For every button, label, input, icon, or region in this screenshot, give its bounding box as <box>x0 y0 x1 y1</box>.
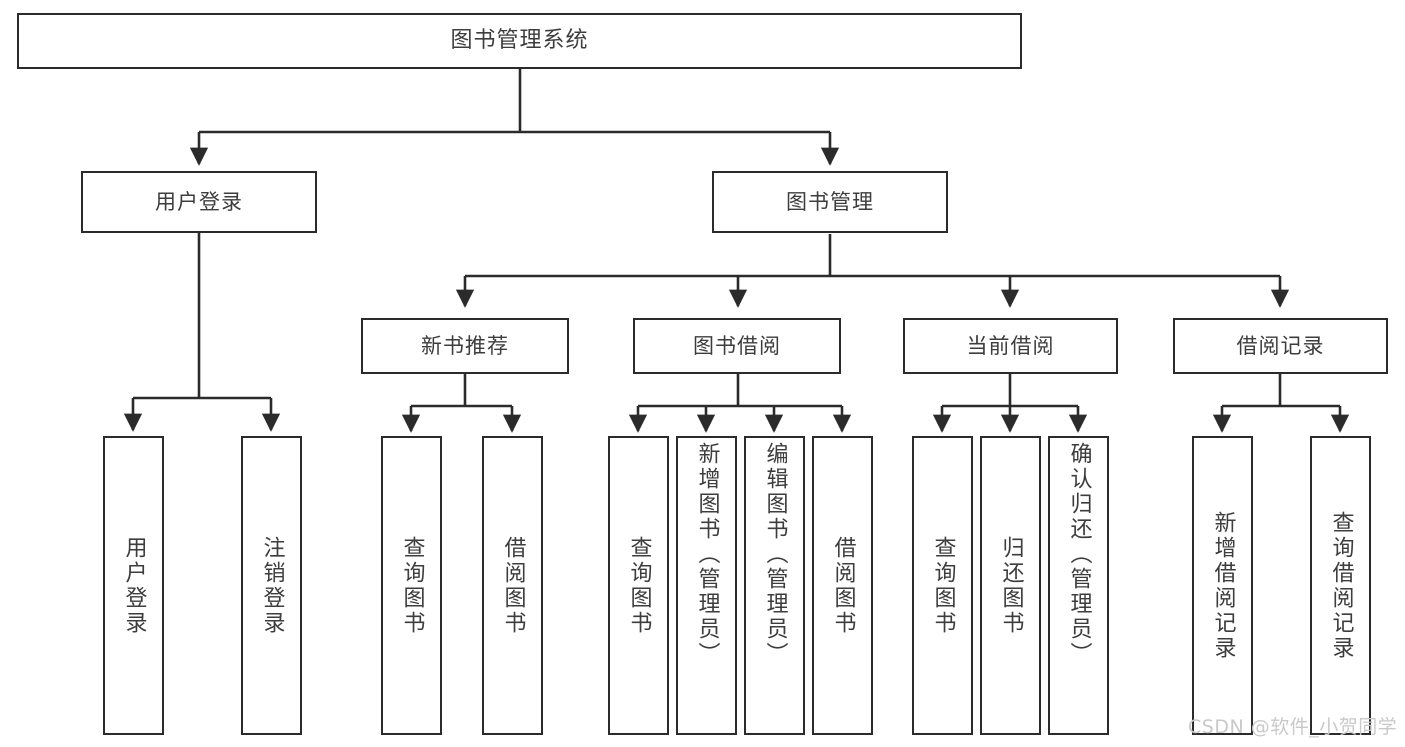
leaf-query-book-borrow[interactable]: 查询图书 <box>608 436 669 735</box>
leaf-return-book[interactable]: 归还图书 <box>980 436 1041 735</box>
leaf-logout[interactable]: 注销登录 <box>241 436 302 735</box>
leaf-user-login[interactable]: 用户登录 <box>103 436 164 735</box>
leaf-query-book-recommend[interactable]: 查询图书 <box>381 436 442 735</box>
leaf-add-book-admin[interactable]: 新增图书（管理员） <box>676 436 737 735</box>
node-root-system[interactable]: 图书管理系统 <box>17 13 1022 69</box>
node-new-book-recommend[interactable]: 新书推荐 <box>361 318 569 374</box>
leaf-query-book-current[interactable]: 查询图书 <box>912 436 973 735</box>
leaf-confirm-return-admin[interactable]: 确认归还（管理员） <box>1048 436 1109 735</box>
node-user-login[interactable]: 用户登录 <box>81 171 317 233</box>
leaf-add-borrow-record[interactable]: 新增借阅记录 <box>1192 436 1253 735</box>
node-borrow-record[interactable]: 借阅记录 <box>1173 318 1388 374</box>
node-book-management[interactable]: 图书管理 <box>712 171 948 233</box>
csdn-watermark: CSDN @软件_小贺同学 <box>1188 716 1398 738</box>
node-book-borrow[interactable]: 图书借阅 <box>633 318 841 374</box>
node-current-borrow[interactable]: 当前借阅 <box>903 318 1118 374</box>
leaf-edit-book-admin[interactable]: 编辑图书（管理员） <box>744 436 805 735</box>
leaf-query-borrow-record[interactable]: 查询借阅记录 <box>1310 436 1371 735</box>
leaf-borrow-book-borrow[interactable]: 借阅图书 <box>812 436 873 735</box>
leaf-borrow-book-recommend[interactable]: 借阅图书 <box>482 436 543 735</box>
